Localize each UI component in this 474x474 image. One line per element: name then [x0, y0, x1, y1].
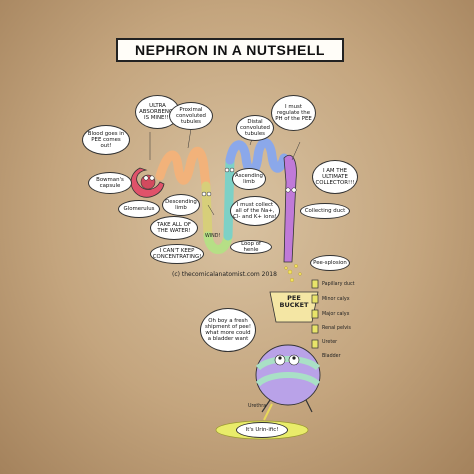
bubble-take-water: TAKE ALL OF THE WATER!	[150, 216, 198, 240]
title-box: NEPHRON IN A NUTSHELL	[116, 38, 344, 62]
pee-bucket-shape	[269, 291, 319, 323]
proximal-tubule	[155, 146, 211, 191]
bubble-blood: Blood goes in PEE comes out!	[82, 125, 130, 155]
bubble-loop-henle: Loop of henle	[230, 240, 272, 254]
bucket-label: PEE BUCKET	[279, 294, 309, 309]
distal-tubule	[225, 138, 289, 176]
bubble-ascending: Ascending limb	[232, 168, 266, 190]
bubble-oh-boy: Oh boy a fresh shipment of pee! what mor…	[200, 308, 256, 352]
bubble-regulate: I must regulate the PH of the PEE	[271, 95, 316, 131]
bubble-cant-keep: I CAN'T KEEP CONCENTRATING!	[150, 244, 204, 264]
pee-splash	[284, 264, 302, 283]
bubble-urinific: It's Urin-ific!	[236, 422, 288, 438]
bubble-collecting-duct: Collecting duct	[300, 203, 350, 219]
label-bladder: Bladder	[322, 354, 341, 359]
bubble-ultimate: I AM THE ULTIMATE COLLECTOR!!!	[312, 160, 358, 194]
copyright: (c) thecomicalanatomist.com 2018	[172, 271, 277, 278]
label-papillary: Papillary duct	[322, 282, 355, 287]
tubule-faces	[143, 167, 297, 197]
bubble-distal: Distal convoluted tubules	[236, 115, 274, 141]
bubble-collect-ions: I must collect all of the Na+, Cl- and K…	[230, 196, 280, 226]
label-wind: WIND!	[205, 234, 221, 239]
descending-limb	[201, 181, 213, 241]
label-pelvis: Renal pelvis	[322, 326, 351, 331]
label-minor: Minor calyx	[322, 297, 350, 302]
bladder-stripes	[255, 356, 321, 387]
bubble-proximal: Proximal convoluted tubules	[169, 102, 213, 130]
urethra-stream	[263, 403, 273, 421]
bubble-peesplosion: Pee-splosion	[310, 255, 350, 271]
bubble-bowmans: Bowman's capsule	[88, 172, 132, 194]
ascending-limb	[223, 155, 235, 241]
bubble-descending: Descending limb	[162, 194, 200, 216]
bubble-glomerulus: Glomerulus	[118, 200, 160, 218]
page-title: NEPHRON IN A NUTSHELL	[135, 42, 325, 58]
pathway-arrows	[311, 279, 319, 349]
collecting-duct	[283, 154, 297, 263]
label-major: Major calyx	[322, 312, 350, 317]
label-ureter: Ureter	[322, 340, 338, 345]
bowmans-capsule	[130, 167, 165, 198]
label-urethra: Urethra	[248, 404, 267, 409]
